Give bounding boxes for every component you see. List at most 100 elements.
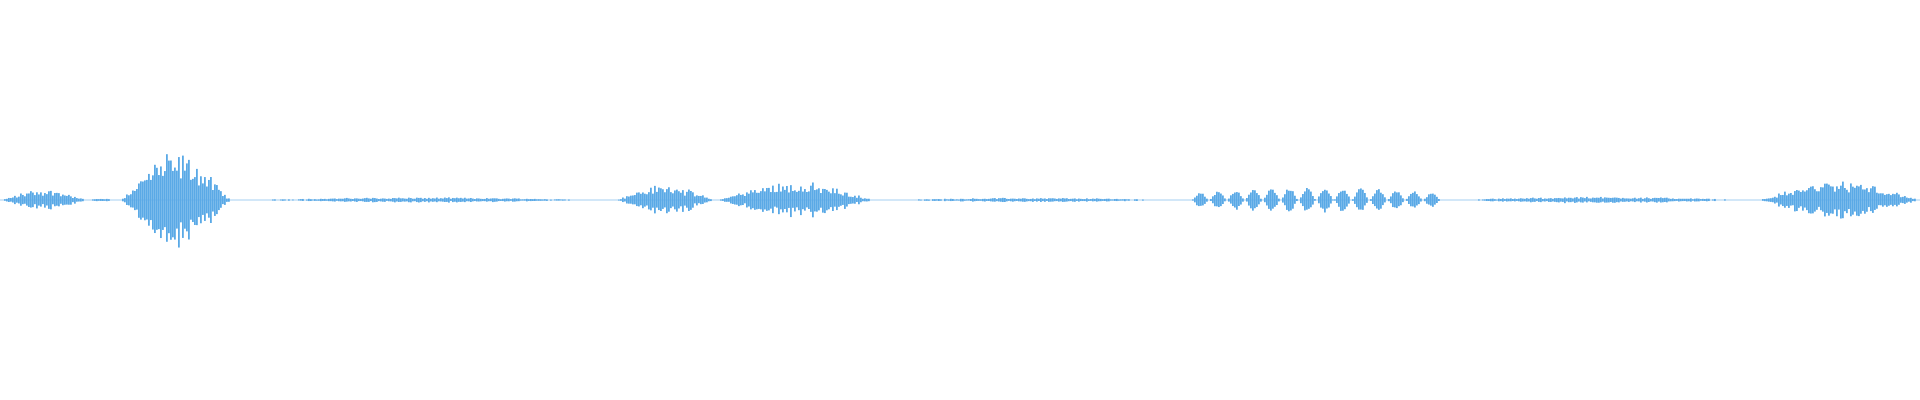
waveform-bar <box>450 198 452 201</box>
waveform-bar <box>1232 193 1234 207</box>
waveform-bar <box>446 198 448 202</box>
waveform-bar <box>1650 198 1652 202</box>
waveform-bar <box>346 197 348 202</box>
waveform-bar <box>842 195 844 205</box>
waveform-bar <box>1052 198 1054 202</box>
waveform-bar <box>1200 193 1202 206</box>
waveform-bar <box>1544 198 1546 202</box>
waveform-bar <box>742 194 744 206</box>
waveform-bar <box>1210 198 1212 202</box>
waveform-bar <box>198 185 200 218</box>
waveform-bar <box>558 199 560 201</box>
waveform-bar <box>834 193 836 207</box>
waveform-bar <box>958 199 960 201</box>
waveform-bar <box>1516 199 1518 201</box>
waveform-bar <box>1570 197 1572 203</box>
waveform-bar <box>1272 189 1274 209</box>
waveform-bar <box>962 198 964 202</box>
waveform-bar <box>1300 197 1302 204</box>
waveform-bar <box>1098 198 1100 202</box>
waveform-bar <box>1698 198 1700 202</box>
waveform-bar <box>1196 195 1198 206</box>
waveform-bar <box>1302 194 1304 207</box>
waveform-bar <box>100 198 102 201</box>
waveform-bar <box>1322 191 1324 209</box>
waveform-bar <box>322 199 324 201</box>
waveform-bar <box>164 171 166 228</box>
waveform-bar <box>778 183 780 215</box>
waveform-bar <box>1668 198 1670 202</box>
waveform-bar <box>1384 197 1386 203</box>
waveform-bar <box>1666 197 1668 203</box>
waveform-bar <box>1634 197 1636 203</box>
waveform-bar <box>170 160 172 240</box>
waveform-bar <box>1566 198 1568 202</box>
waveform-bar <box>40 192 42 207</box>
waveform-bar <box>1892 193 1894 207</box>
waveform-bar <box>1036 198 1038 202</box>
waveform-bar <box>708 198 710 202</box>
waveform-bar <box>1810 186 1812 214</box>
waveform-bar <box>1324 189 1326 213</box>
waveform-bar <box>418 197 420 203</box>
waveform-bar <box>820 193 822 208</box>
waveform-bar <box>1786 195 1788 206</box>
waveform-bar <box>436 197 438 203</box>
waveform-bar <box>182 155 184 238</box>
waveform-bar <box>1576 197 1578 203</box>
waveform-bar <box>1782 194 1784 207</box>
waveform-bar <box>508 198 510 202</box>
waveform-bar <box>1510 198 1512 202</box>
waveform-bar <box>812 182 814 218</box>
waveform-bar <box>1548 198 1550 202</box>
waveform-bar <box>684 195 686 206</box>
waveform-bar <box>1056 198 1058 202</box>
waveform-bar <box>1852 186 1854 215</box>
waveform-bar <box>1268 190 1270 209</box>
waveform-bar <box>50 190 52 210</box>
waveform-bar <box>220 191 222 208</box>
waveform-bar <box>1114 198 1116 201</box>
waveform-bar <box>326 199 328 201</box>
waveform-bar <box>674 190 676 210</box>
waveform-bar <box>516 198 518 202</box>
waveform-bar <box>1004 197 1006 202</box>
waveform-bar <box>860 197 862 203</box>
waveform-bar <box>1648 198 1650 202</box>
waveform-bar <box>1658 197 1660 202</box>
waveform-bar <box>1194 197 1196 203</box>
waveform-bar <box>1706 198 1708 202</box>
waveform-bar <box>1376 190 1378 209</box>
waveform-bar <box>1228 198 1230 202</box>
waveform-bar <box>1312 196 1314 205</box>
waveform-bar <box>666 189 668 214</box>
waveform-bar <box>862 198 864 202</box>
waveform-bar <box>332 198 334 202</box>
waveform-bar <box>1494 199 1496 201</box>
waveform-bar <box>274 199 276 201</box>
waveform-bar <box>302 198 304 201</box>
waveform-bar <box>194 177 196 225</box>
waveform-bar <box>1374 193 1376 207</box>
waveform-bar <box>1798 190 1800 208</box>
waveform-bar <box>644 193 646 207</box>
waveform-bar <box>1338 193 1340 207</box>
waveform-bar <box>1364 192 1366 206</box>
waveform-bar <box>378 198 380 202</box>
waveform-bar <box>58 193 60 207</box>
waveform-bar <box>996 199 998 202</box>
waveform-bar <box>1612 197 1614 203</box>
waveform-bar <box>1096 198 1098 202</box>
waveform-bar <box>148 173 150 226</box>
waveform-bar <box>1896 192 1898 207</box>
waveform-bar <box>1054 198 1056 202</box>
waveform-bar <box>1074 198 1076 202</box>
waveform-bar <box>1712 199 1714 201</box>
waveform-bar <box>38 194 40 206</box>
waveform-bar <box>1032 198 1034 202</box>
waveform-bar <box>396 198 398 202</box>
waveform-bar <box>334 198 336 202</box>
waveform-bar <box>1794 191 1796 212</box>
waveform-bar <box>526 198 528 202</box>
